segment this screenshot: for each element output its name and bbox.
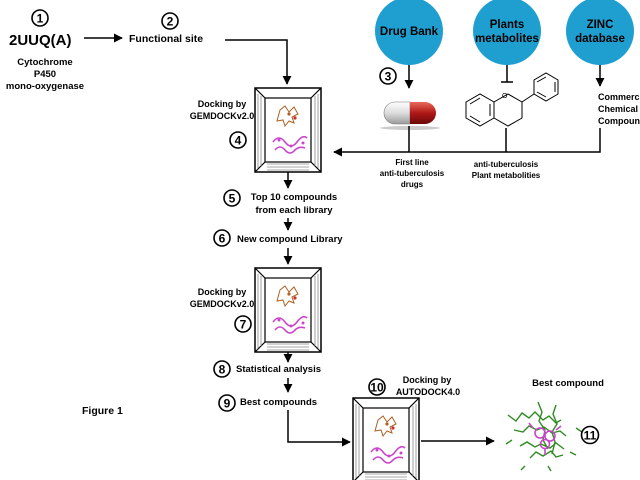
first-line-label-2: anti-tuberculosis (380, 169, 445, 178)
plant-label-2: Plant metabolities (472, 171, 541, 180)
docking1-label-line2: GEMDOCKv2.0 (190, 111, 255, 121)
commercial-label-3: Compounds (598, 116, 640, 126)
zinc-label-line1: ZINC (587, 19, 614, 31)
step-9-badge (218, 394, 236, 412)
docking2-label-line2: GEMDOCKv2.0 (190, 299, 255, 309)
plants-label-line2: metabolites (475, 33, 539, 45)
first-line-label-3: drugs (401, 180, 424, 189)
step-2-badge (161, 12, 179, 30)
target-name-line2: P450 (34, 69, 56, 80)
best-compound-label: Best compound (532, 378, 604, 389)
top10-label-line1: Top 10 compounds (251, 192, 337, 203)
step-10-badge (368, 378, 386, 396)
top10-label-line2: from each library (255, 205, 333, 216)
docking-box-2 (254, 267, 322, 353)
step-8-number: 8 (219, 363, 226, 377)
docking-box-1 (254, 87, 322, 173)
step-8-badge (213, 360, 231, 378)
docking3-label-line2: AUTODOCK4.0 (396, 387, 460, 397)
arrow-to-docking1 (225, 39, 292, 85)
step-11-number: 11 (584, 429, 597, 443)
step-1-badge (31, 9, 49, 27)
step-6-badge (213, 229, 231, 247)
step-7-number: 7 (240, 318, 247, 332)
step-6-number: 6 (219, 232, 226, 246)
step-1-number: 1 (37, 12, 44, 26)
commercial-label-2: Chemical (598, 104, 638, 114)
best-compounds-label: Best compounds (240, 397, 317, 408)
zinc-database-circle (566, 0, 634, 65)
step-11-badge (580, 425, 600, 445)
step-5-badge (223, 189, 241, 207)
target-name-line1: Cytochrome (17, 57, 72, 68)
drug-bank-circle (375, 0, 443, 65)
target-name-line3: mono-oxygenase (6, 81, 84, 92)
docking2-label-line1: Docking by (198, 287, 247, 297)
arrow-best-to-docking3 (287, 410, 351, 447)
step-9-number: 9 (224, 397, 231, 411)
plants-metabolites-circle (473, 0, 541, 65)
step-3-badge (379, 67, 397, 85)
step-4-badge (229, 131, 247, 149)
drug-bank-label: Drug Bank (380, 26, 439, 38)
best-compound-core-icon (528, 422, 562, 455)
docking-box-3 (352, 397, 420, 480)
step-3-number: 3 (385, 70, 392, 84)
target-pdb-id: 2UUQ(A) (9, 32, 72, 49)
step-4-number: 4 (235, 134, 242, 148)
step-7-badge (234, 315, 252, 333)
statistical-analysis-label: Statistical analysis (236, 364, 321, 375)
step-2-number: 2 (167, 15, 174, 29)
commercial-label-1: Commercial (598, 92, 640, 102)
figure-label: Figure 1 (82, 405, 123, 417)
step-5-number: 5 (229, 192, 236, 206)
docking3-label-line1: Docking by (403, 375, 452, 385)
plant-label-1: anti-tuberculosis (474, 160, 539, 169)
capsule-icon (380, 101, 440, 130)
zinc-label-line2: database (575, 33, 625, 45)
functional-site-label: Functional site (129, 33, 203, 45)
first-line-label-1: First line (395, 158, 429, 167)
docking1-label-line1: Docking by (198, 99, 247, 109)
new-library-label: New compound Library (237, 234, 343, 245)
arrow-libraries-to-docking1 (333, 128, 601, 157)
plant-metabolite-structure-icon: O (465, 72, 559, 127)
plants-label-line1: Plants (490, 19, 525, 31)
step-10-number: 10 (370, 381, 384, 395)
svg-text:O: O (502, 93, 508, 100)
